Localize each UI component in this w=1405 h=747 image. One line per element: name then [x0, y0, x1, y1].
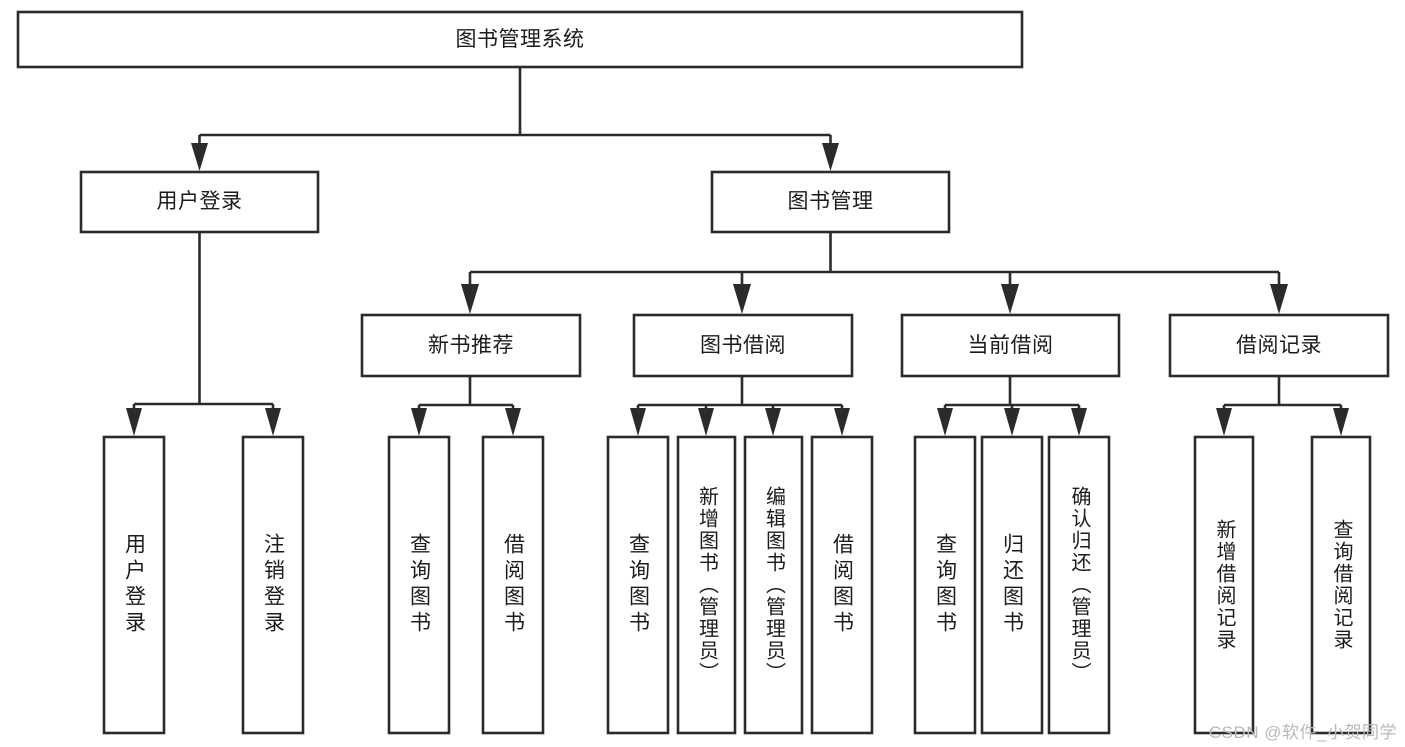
arrow-head-icon	[765, 408, 781, 436]
arrow-head-icon	[191, 143, 208, 171]
leaf-box-edit-book-admin[interactable]	[743, 435, 804, 735]
arrow-head-icon	[698, 408, 714, 436]
arrow-head-icon	[822, 143, 839, 171]
leaf-box-query-borrow-record[interactable]	[1310, 435, 1372, 735]
arrow-head-icon	[1216, 408, 1232, 436]
leaf-box-user-login[interactable]	[102, 435, 166, 735]
arrow-head-icon	[1004, 408, 1020, 436]
node-box-user-login[interactable]	[79, 170, 320, 234]
arrow-head-icon	[505, 408, 521, 436]
connector-root-to-level2	[191, 67, 839, 171]
node-box-current-borrow[interactable]	[900, 313, 1121, 378]
connector-user-login-to-leaves	[126, 232, 281, 436]
node-box-root[interactable]	[16, 10, 1024, 69]
leaf-box-return-book[interactable]	[980, 435, 1044, 735]
connector-borrow-record-to-leaves	[1216, 376, 1349, 436]
leaf-box-query-book-current[interactable]	[913, 435, 977, 735]
leaf-box-borrow-book-new[interactable]	[481, 435, 545, 735]
arrow-head-icon	[411, 408, 427, 436]
watermark-text: CSDN @软件_小贺同学	[1208, 723, 1397, 742]
arrow-head-icon	[1001, 284, 1019, 314]
connector-current-borrow-to-leaves	[937, 376, 1087, 436]
connector-new-book-to-leaves	[411, 376, 521, 436]
arrow-head-icon	[630, 408, 646, 436]
node-box-new-book-recommend[interactable]	[360, 313, 582, 378]
leaf-box-borrow-book[interactable]	[810, 435, 874, 735]
arrow-head-icon	[733, 284, 751, 314]
node-box-borrow-record[interactable]	[1168, 313, 1390, 378]
leaf-box-confirm-return-admin[interactable]	[1047, 435, 1111, 735]
connector-book-borrow-to-leaves	[630, 376, 850, 436]
arrow-head-icon	[937, 408, 953, 436]
leaf-box-add-book-admin[interactable]	[676, 435, 737, 735]
arrow-head-icon	[834, 408, 850, 436]
arrow-head-icon	[1333, 408, 1349, 436]
arrow-head-icon	[1270, 284, 1288, 314]
arrow-head-icon	[126, 408, 142, 436]
leaf-box-query-book-new[interactable]	[387, 435, 451, 735]
arrow-head-icon	[265, 408, 281, 436]
leaf-box-query-book-borrow[interactable]	[606, 435, 670, 735]
arrow-head-icon	[1071, 408, 1087, 436]
leaf-box-logout-login[interactable]	[241, 435, 305, 735]
node-box-book-borrow[interactable]	[632, 313, 854, 378]
leaf-box-add-borrow-record[interactable]	[1193, 435, 1255, 735]
connector-book-manage-to-level3	[461, 232, 1288, 314]
arrow-head-icon	[461, 284, 479, 314]
node-box-book-manage[interactable]	[710, 170, 951, 234]
